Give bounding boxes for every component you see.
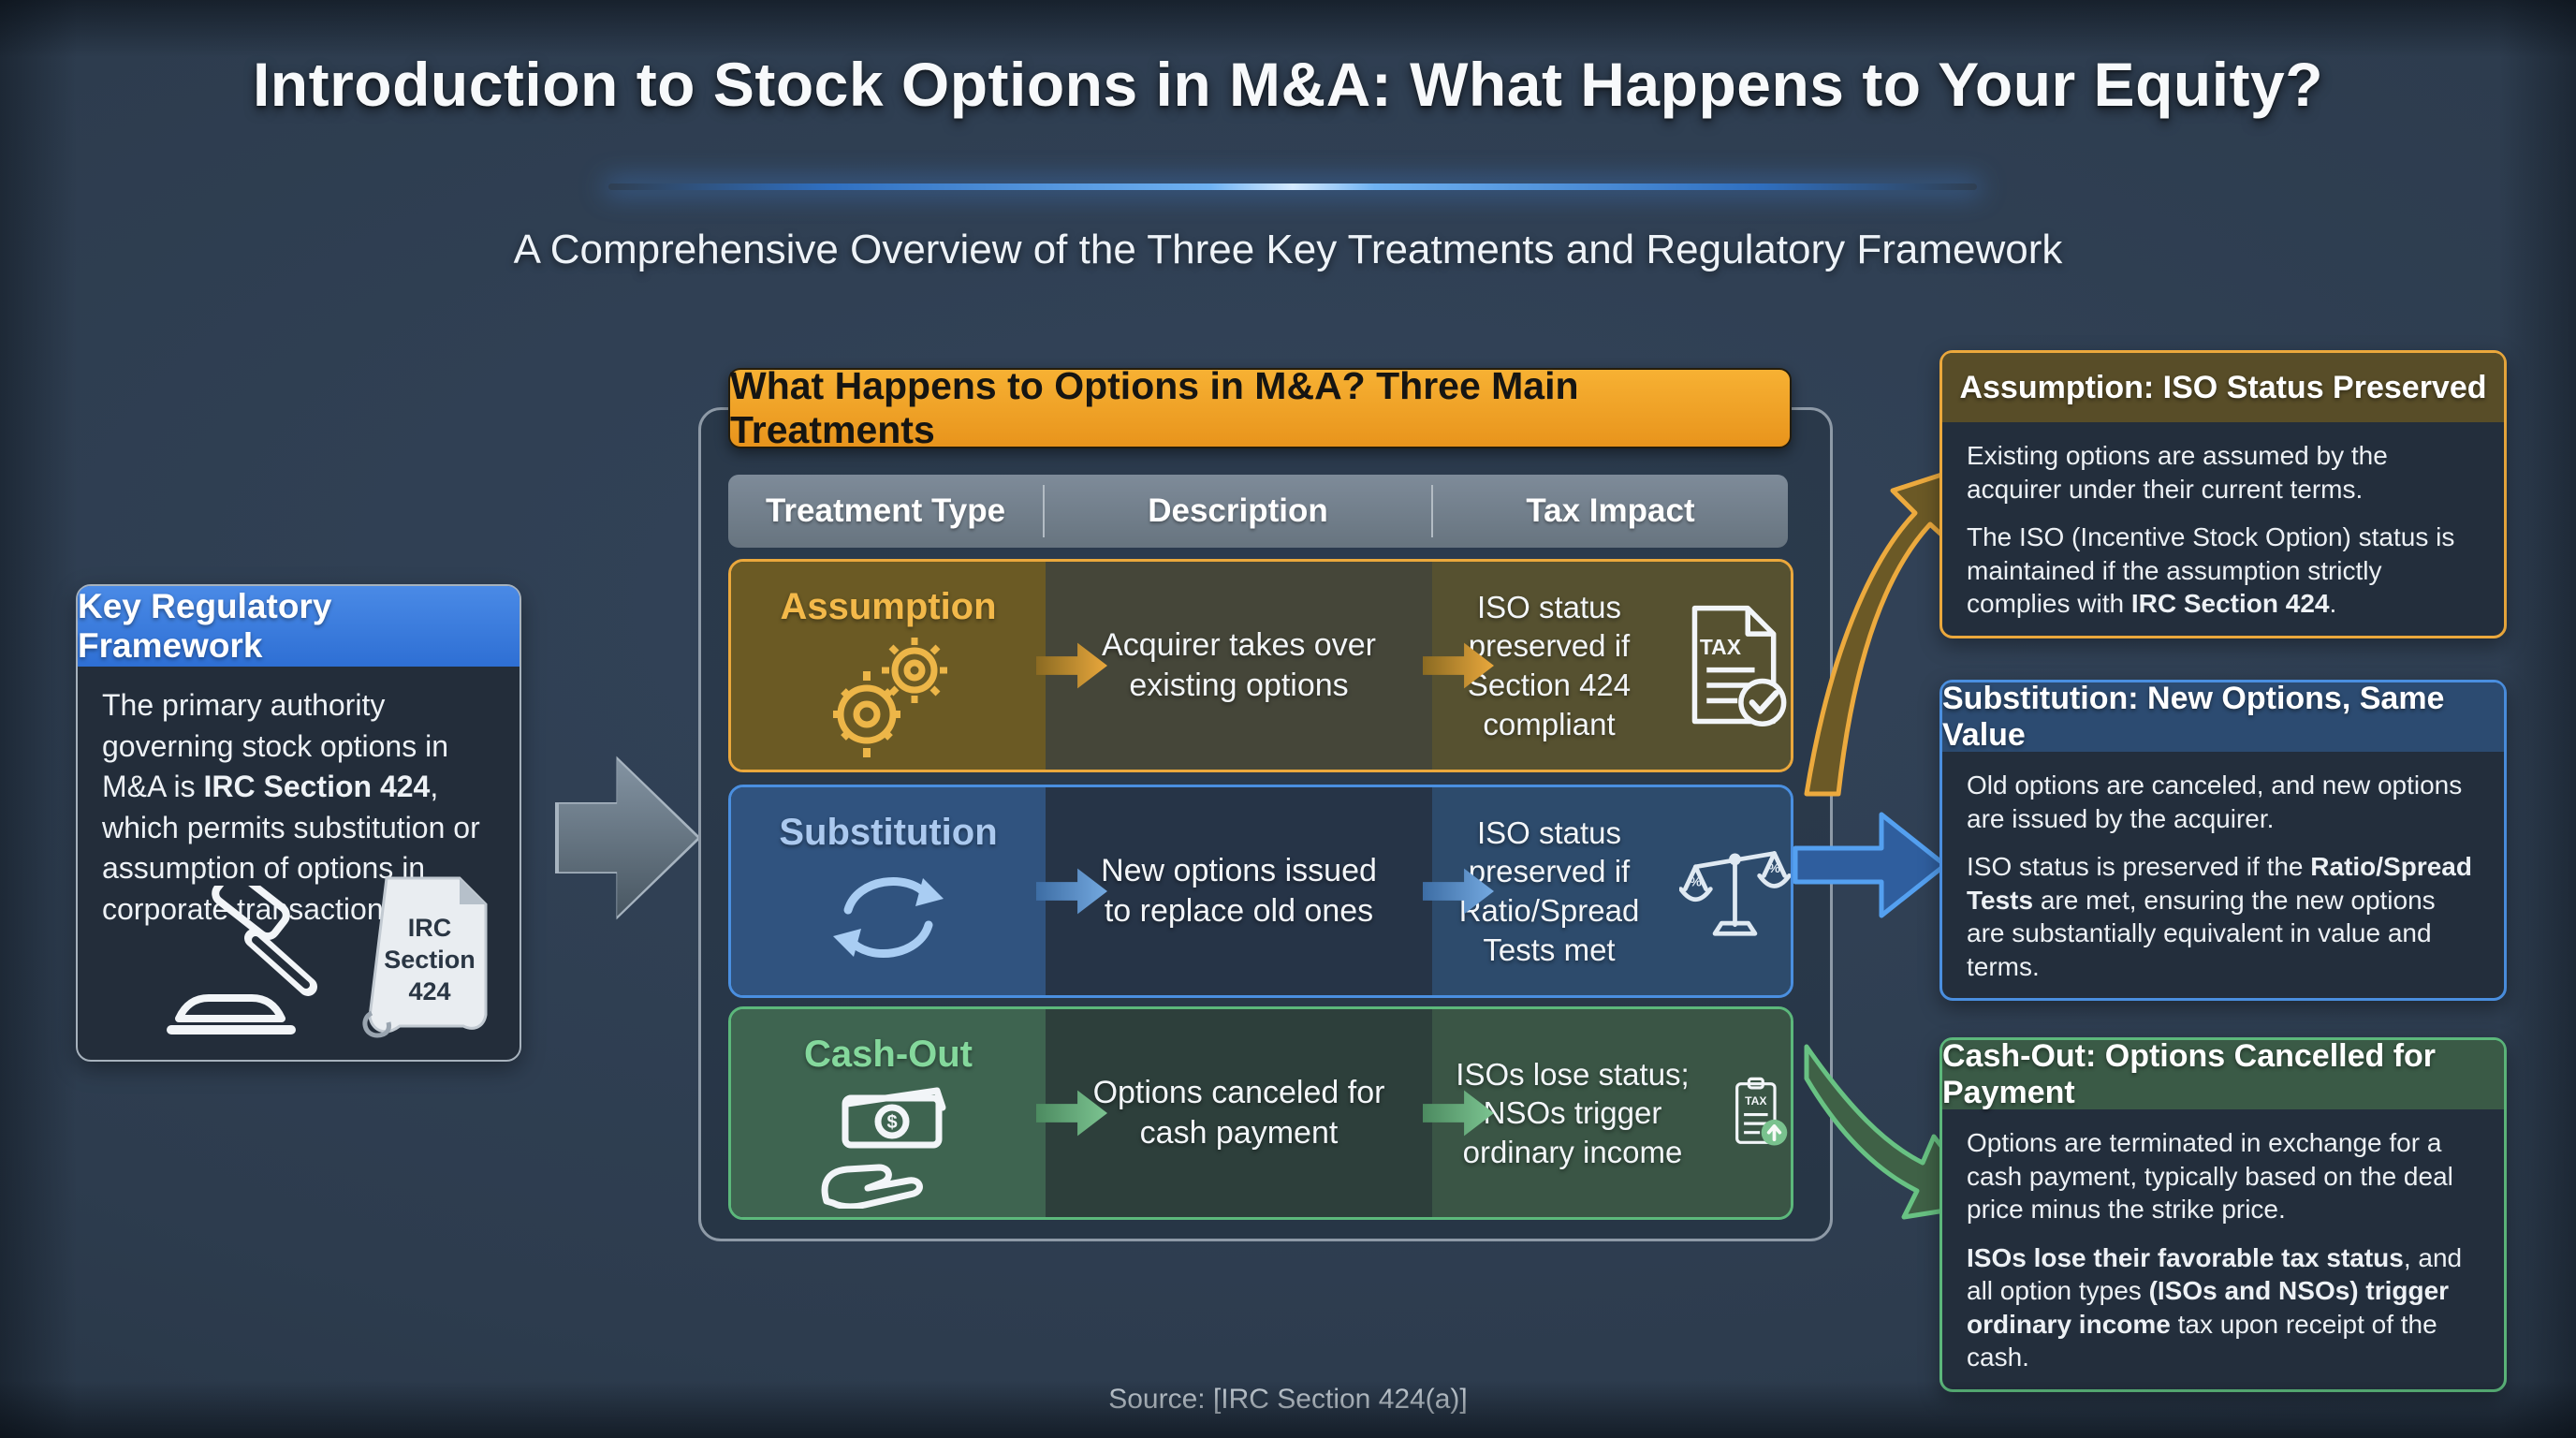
arrow-right-icon	[1036, 868, 1107, 915]
cash-hand-icon: $	[821, 1087, 946, 1209]
table-row-assumption: Assumption	[728, 559, 1793, 772]
substitution-detail-panel: Substitution: New Options, Same Value Ol…	[1939, 680, 2507, 1002]
flow-arrow-left-to-table	[555, 756, 701, 920]
assumption-label: Assumption	[780, 586, 997, 627]
regulatory-framework-header: Key Regulatory Framework	[78, 586, 520, 667]
svg-text:%: %	[1768, 861, 1780, 876]
cash-out-tax-cell: ISOs lose status; NSOs trigger ordinary …	[1423, 1009, 1791, 1217]
substitution-label: Substitution	[779, 812, 998, 853]
assumption-description-cell: Acquirer takes over existing options	[1036, 562, 1432, 770]
column-divider	[1431, 485, 1433, 537]
cash-out-description-cell: Options canceled for cash payment	[1036, 1009, 1432, 1217]
assumption-detail-p2: The ISO (Incentive Stock Option) status …	[1967, 522, 2455, 619]
substitution-description-cell: New options issued to replace old ones	[1036, 787, 1432, 995]
cash-out-detail-p2: ISOs lose their favorable tax status, an…	[1967, 1242, 2463, 1372]
substitution-detail-p2: ISO status is preserved if the Ratio/Spr…	[1967, 852, 2472, 981]
cycle-arrows-icon	[833, 876, 944, 959]
svg-text:%: %	[1690, 874, 1702, 889]
glow-divider	[608, 183, 1977, 190]
balance-scale-icon: % %	[1679, 851, 1791, 936]
arrow-right-icon	[1036, 642, 1107, 689]
gavel-icon	[167, 886, 317, 1034]
page-subtitle: A Comprehensive Overview of the Three Ke…	[513, 227, 2063, 272]
treatments-table-title: What Happens to Options in M&A? Three Ma…	[728, 364, 1792, 451]
regulatory-icons: IRC Section 424	[78, 869, 520, 1047]
cash-out-detail-panel: Cash-Out: Options Cancelled for Payment …	[1939, 1037, 2507, 1392]
table-column-headers: Treatment Type Description Tax Impact	[728, 475, 1788, 548]
substitution-type-cell: Substitution	[731, 787, 1046, 995]
assumption-type-cell: Assumption	[731, 562, 1046, 770]
scroll-icon: IRC Section 424	[362, 876, 488, 1038]
table-row-substitution: Substitution New options issued to repla…	[728, 785, 1793, 998]
cash-out-description: Options canceled for cash payment	[1092, 1075, 1385, 1151]
substitution-detail-title: Substitution: New Options, Same Value	[1942, 681, 2504, 753]
cash-out-detail-title: Cash-Out: Options Cancelled for Payment	[1942, 1038, 2504, 1110]
column-header-description: Description	[1148, 492, 1328, 529]
svg-text:TAX: TAX	[1700, 635, 1742, 659]
scroll-text-line1: IRC	[408, 914, 452, 942]
gears-icon	[833, 638, 947, 757]
cash-out-type-cell: Cash-Out $	[731, 1009, 1046, 1217]
assumption-detail-title: Assumption: ISO Status Preserved	[1942, 353, 2504, 422]
assumption-tax-impact: ISO status preserved if Section 424 comp…	[1467, 589, 1632, 741]
cash-out-detail-p1: Options are terminated in exchange for a…	[1967, 1128, 2453, 1225]
substitution-description: New options issued to replace old ones	[1101, 853, 1377, 929]
column-header-tax-impact: Tax Impact	[1526, 492, 1695, 529]
table-row-cash-out: Cash-Out $ Options canceled for cash pay…	[728, 1006, 1793, 1220]
assumption-detail-p1: Existing options are assumed by the acqu…	[1967, 441, 2388, 504]
substitution-tax-impact: ISO status preserved if Ratio/Spread Tes…	[1458, 814, 1640, 967]
source-citation: Source: [IRC Section 424(a)]	[1108, 1384, 1468, 1415]
column-header-treatment-type: Treatment Type	[765, 492, 1006, 529]
substitution-tax-cell: ISO status preserved if Ratio/Spread Tes…	[1423, 787, 1791, 995]
scroll-text-line2: Section	[384, 946, 476, 974]
cash-out-label: Cash-Out	[804, 1034, 973, 1075]
regulatory-framework-panel: Key Regulatory Framework The primary aut…	[76, 584, 521, 1062]
tax-clipboard-up-icon: TAX	[1735, 1077, 1788, 1146]
svg-text:TAX: TAX	[1745, 1094, 1767, 1108]
page-title: Introduction to Stock Options in M&A: Wh…	[252, 50, 2324, 119]
assumption-description: Acquirer takes over existing options	[1102, 627, 1376, 703]
regulatory-framework-body: The primary authority governing stock op…	[102, 688, 480, 926]
substitution-detail-p1: Old options are canceled, and new option…	[1967, 770, 2463, 833]
svg-text:$: $	[886, 1112, 897, 1133]
cash-out-tax-impact: ISOs lose status; NSOs trigger ordinary …	[1456, 1056, 1690, 1169]
assumption-detail-panel: Assumption: ISO Status Preserved Existin…	[1939, 350, 2507, 638]
assumption-tax-cell: ISO status preserved if Section 424 comp…	[1423, 562, 1791, 770]
scroll-text-line3: 424	[408, 977, 450, 1005]
tax-document-check-icon: TAX	[1691, 605, 1787, 726]
column-divider	[1043, 485, 1045, 537]
